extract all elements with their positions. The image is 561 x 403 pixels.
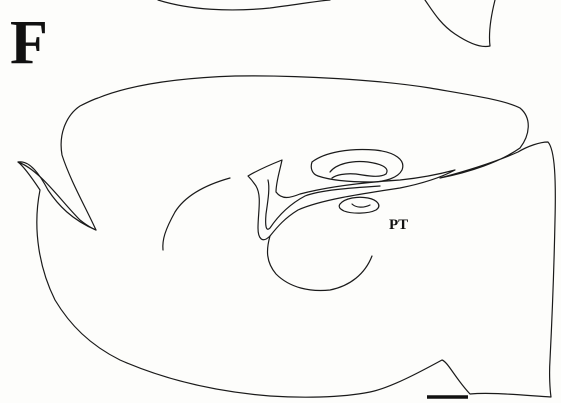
pt-nucleus — [339, 197, 379, 213]
subcortical-contour — [268, 236, 372, 290]
upper-section-outline — [158, 0, 330, 10]
inner-cortical-arc — [163, 178, 230, 250]
hippocampal-curl-outer — [311, 150, 403, 183]
pt-nucleus-edge — [352, 204, 370, 207]
lateral-ventricle — [248, 160, 455, 240]
panel-letter: F — [10, 12, 48, 74]
pt-label: PT — [389, 218, 408, 233]
upper-section-outline-right — [425, 0, 495, 47]
section-outer-contour — [18, 76, 555, 397]
olfactory-flap — [18, 162, 96, 230]
hippocampal-curl-inner — [330, 161, 387, 178]
